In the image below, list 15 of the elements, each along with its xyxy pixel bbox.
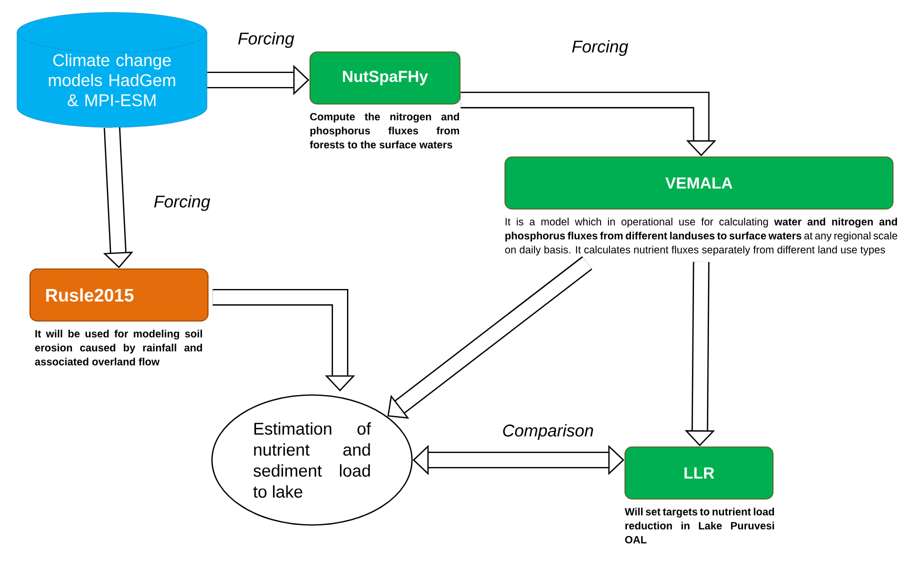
description-text: It will be used for modeling soil erosion caused by rainfall and associated overland flow <box>35 330 202 366</box>
description-text: It is a model which in operational use for calculating water and nitrogen and phosphorus fluxes from different landuses to surface waters at any regional scale on daily basis. It calculates nutrient fluxes separately from different land use types <box>505 218 898 256</box>
edge-label: Forcing <box>570 39 630 57</box>
model-box: NutSpaFHy <box>310 52 460 104</box>
model-box: Rusle2015 <box>30 268 208 322</box>
description-text: Compute the nitrogen and phosphorus fluxes from forests to the surface waters <box>310 112 460 148</box>
description-text: Will set targets to nutrient load reduction in Lake Puruvesi OAL <box>624 508 774 544</box>
model-box: LLR <box>624 446 774 500</box>
block-arrow <box>387 256 592 419</box>
edge-label: Forcing <box>236 31 296 49</box>
cylinder-tank: Climate change models HadGem & MPI-ESM <box>16 12 208 128</box>
model-box: VEMALA <box>504 156 894 210</box>
edge-label: Comparison <box>501 423 595 441</box>
block-arrow <box>212 289 356 392</box>
edge-label: Forcing <box>152 194 212 212</box>
